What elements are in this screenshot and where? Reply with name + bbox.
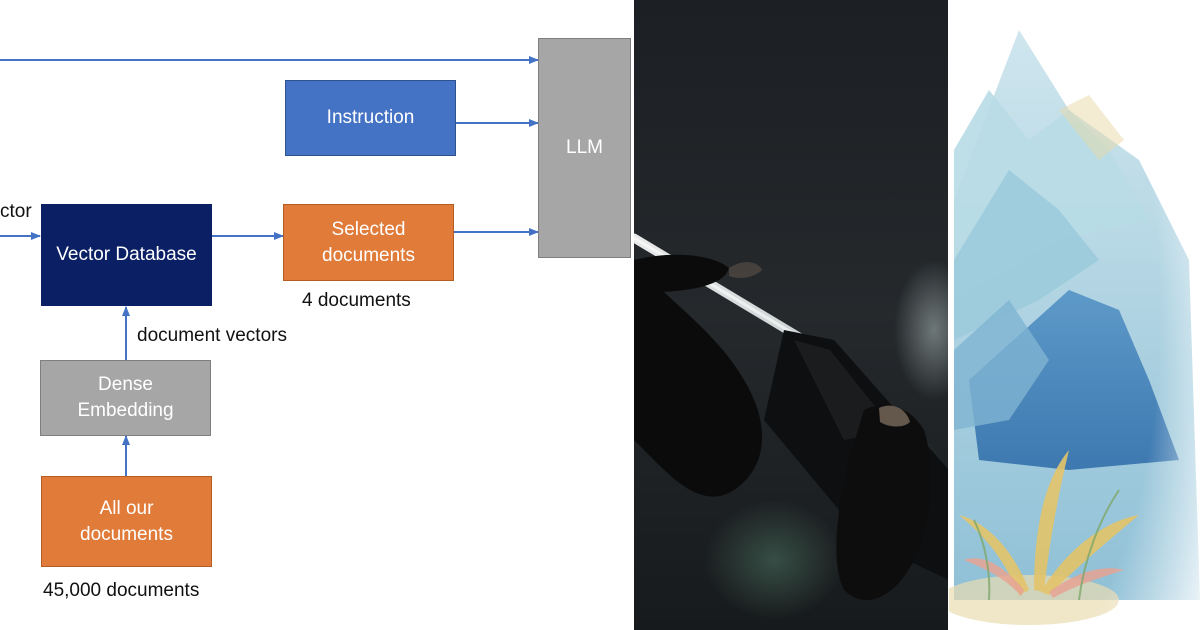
arrows-layer [0, 56, 539, 476]
rag-diagram: Instruction LLM Vector Database Selected… [0, 38, 631, 601]
document-vectors-label: document vectors [137, 325, 287, 346]
selected-documents-box: Selected documents [283, 204, 454, 281]
dense-embedding-label: Dense Embedding [77, 374, 174, 421]
all-documents-box: All our documents [41, 476, 212, 567]
watercolor-illustration [949, 0, 1200, 630]
all-documents-label: All our documents [80, 497, 173, 545]
dense-embedding-box: Dense Embedding [40, 360, 211, 436]
instruction-label: Instruction [326, 107, 415, 128]
total-count-label: 45,000 documents [43, 580, 200, 601]
llm-label: LLM [566, 137, 603, 158]
vector-database-box: Vector Database [41, 204, 212, 306]
query-vector-label: ctor [0, 201, 32, 222]
divider-left [632, 0, 635, 630]
hand-holding-light-saber-photo [634, 0, 949, 630]
selected-count-label: 4 documents [302, 290, 411, 311]
vector-database-label: Vector Database [56, 244, 197, 265]
instruction-box: Instruction [285, 80, 456, 156]
llm-box: LLM [538, 38, 631, 258]
photo-illustration [634, 0, 949, 630]
watercolor-mountain-landscape-illustration [949, 0, 1200, 630]
selected-documents-label: Selected documents [322, 218, 415, 266]
